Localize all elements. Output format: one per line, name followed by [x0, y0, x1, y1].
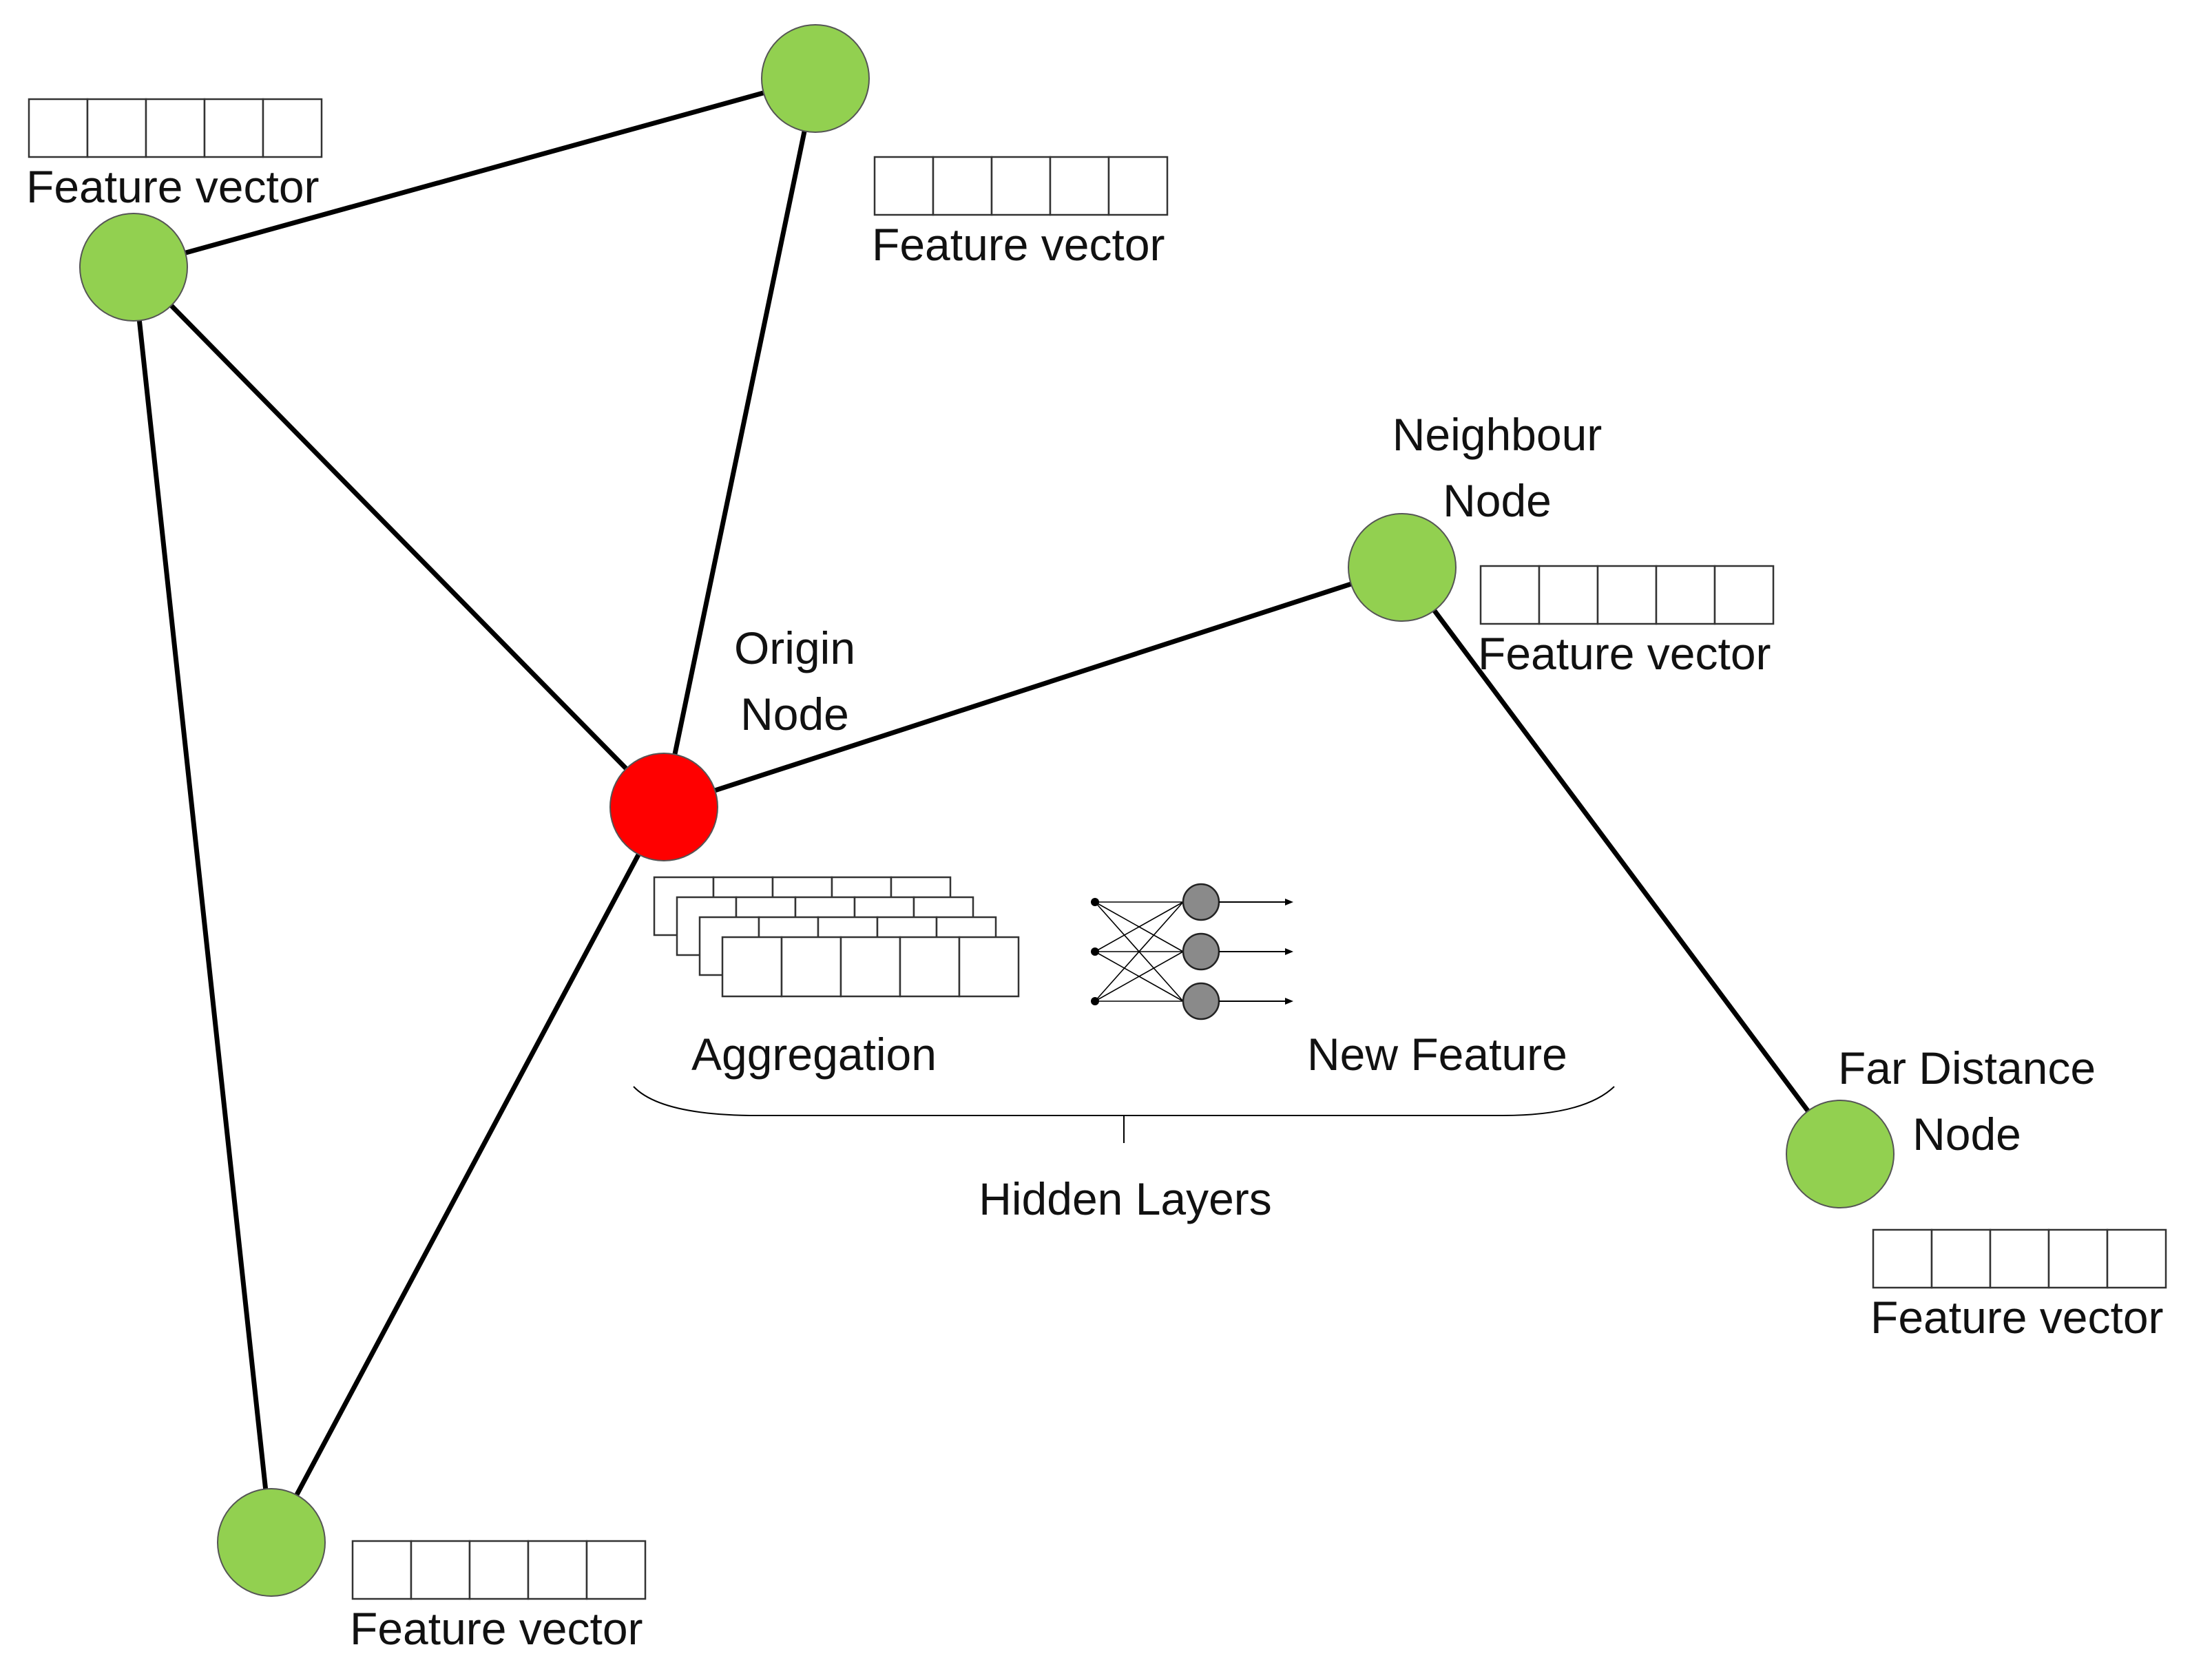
network-output-arrow [1219, 998, 1293, 1005]
feature-cell [932, 156, 993, 216]
new-feature-label: New Feature [1307, 1029, 1567, 1080]
network-output-arrow [1219, 948, 1293, 955]
aggregation-cell [839, 936, 901, 998]
origin-node-label-line1: Origin [734, 622, 855, 673]
graph-nodes [79, 24, 1895, 1597]
feature-cell [2047, 1228, 2109, 1289]
edge-left-bottom [131, 266, 274, 1543]
feature-cell [1989, 1228, 2050, 1289]
feature-cell [1538, 565, 1599, 625]
network-input-points [1091, 898, 1099, 1005]
feature-cell [1872, 1228, 1933, 1289]
feature-vector-far [1872, 1228, 2167, 1289]
feature-cell [527, 1540, 588, 1600]
network-connection [1094, 901, 1184, 952]
feature-cell [873, 156, 935, 216]
feature-vector-label-left: Feature vector [26, 161, 320, 212]
aggregation-cell [721, 936, 783, 998]
far-distance-node-label-line1: Far Distance [1838, 1043, 2096, 1093]
feature-vector-top [873, 156, 1169, 216]
feature-cell [1479, 565, 1541, 625]
aggregation-layer [721, 936, 1020, 998]
network-output-arrow [1219, 899, 1293, 905]
feature-vector-neighbour [1479, 565, 1775, 625]
network-input-point [1091, 997, 1099, 1005]
feature-cell [410, 1540, 471, 1600]
node-left [79, 213, 188, 322]
network-input-point [1091, 898, 1099, 906]
feature-cell [1049, 156, 1110, 216]
hidden-layers-label: Hidden Layers [979, 1173, 1272, 1224]
aggregation-cell [780, 936, 842, 998]
far-distance-node [1786, 1100, 1895, 1208]
edge-neighbour-far [1400, 565, 1842, 1156]
edge-left-top [133, 76, 816, 270]
feature-cell [1930, 1228, 1992, 1289]
graph-edges [131, 76, 1842, 1544]
feature-cell [1655, 565, 1716, 625]
feature-cell [28, 98, 89, 158]
feature-cell [262, 98, 323, 158]
feature-vector-label-far: Feature vector [1870, 1292, 2164, 1343]
feature-cell [145, 98, 206, 158]
feature-cell [990, 156, 1052, 216]
neighbour-node-label-line2: Node [1443, 475, 1552, 526]
feature-cell [351, 1540, 413, 1600]
hidden-layers-brace [633, 1086, 1615, 1143]
network-neuron [1182, 883, 1220, 921]
network-connection [1094, 951, 1184, 1002]
node-top [761, 24, 870, 133]
network-connections [1094, 901, 1184, 1002]
neighbour-node [1348, 513, 1457, 622]
feature-vector-label-top: Feature vector [872, 219, 1165, 270]
network-neuron [1182, 932, 1220, 971]
feature-cell [203, 98, 264, 158]
feature-cell [1107, 156, 1169, 216]
feature-vector-bottom [351, 1540, 647, 1600]
network-neuron [1182, 982, 1220, 1020]
feature-cell [86, 98, 147, 158]
origin-node [609, 753, 718, 861]
neighbour-node-label-line1: Neighbour [1392, 409, 1603, 460]
feature-cell [1713, 565, 1775, 625]
aggregation-label: Aggregation [691, 1029, 937, 1080]
node-bottom [217, 1488, 326, 1597]
origin-node-label-line2: Node [740, 689, 849, 740]
feature-cell [585, 1540, 647, 1600]
network-input-point [1091, 947, 1099, 956]
network-output-arrows [1219, 899, 1293, 1005]
hidden-layer-network [1091, 883, 1293, 1020]
network-connection [1094, 901, 1184, 1002]
feature-cell [1596, 565, 1658, 625]
edge-top-origin [661, 78, 818, 808]
feature-cell [2106, 1228, 2167, 1289]
aggregation-cell [899, 936, 961, 998]
edge-left-origin [132, 265, 666, 809]
network-neurons [1182, 883, 1220, 1020]
feature-vector-label-bottom: Feature vector [350, 1603, 643, 1654]
edge-origin-bottom [269, 806, 667, 1544]
feature-vector-left [28, 98, 323, 158]
feature-vector-label-neighbour: Feature vector [1478, 628, 1771, 679]
feature-cell [468, 1540, 530, 1600]
feature-vector-boxes [28, 98, 2167, 1600]
aggregation-stack [653, 876, 1020, 998]
edge-origin-neighbour [662, 565, 1404, 810]
far-distance-node-label-line2: Node [1912, 1109, 2021, 1160]
aggregation-cell [958, 936, 1020, 998]
